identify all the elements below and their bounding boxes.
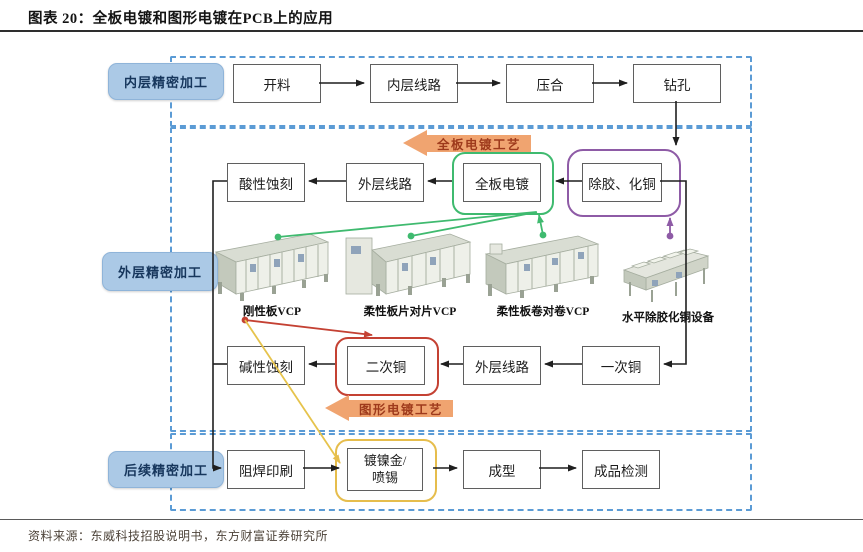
machine-image-flex-roll-vcp xyxy=(484,235,600,298)
box-outer-circuit-top: 外层线路 xyxy=(346,163,424,202)
machine-label-rigid-vcp: 刚性板VCP xyxy=(242,306,302,318)
figure-title: 图表 20：全板电镀和图形电镀在PCB上的应用 xyxy=(28,11,334,27)
box-inner-circuit: 内层线路 xyxy=(370,64,458,103)
machine-label-horizontal-desmear: 水平除胶化铜设备 xyxy=(622,312,714,324)
box-solder-mask-print: 阻焊印刷 xyxy=(227,450,305,489)
box-second-copper: 二次铜 xyxy=(347,346,425,385)
left-block-arrow-icon xyxy=(325,395,349,421)
source-note: 资料来源：东威科技招股说明书，东方财富证券研究所 xyxy=(28,529,329,543)
box-outer-circuit-bottom: 外层线路 xyxy=(463,346,541,385)
box-desmear-copper: 除胶、化铜 xyxy=(582,163,662,202)
box-acid-etching: 酸性蚀刻 xyxy=(227,163,305,202)
box-nickel-gold-tin: 镀镍金/ 喷锡 xyxy=(347,448,423,491)
process-arrow-full-board: 全板电镀工艺 xyxy=(403,130,532,156)
machine-image-horizontal-desmear xyxy=(622,248,710,302)
section-label-inner: 内层精密加工 xyxy=(108,63,224,100)
left-block-arrow-icon xyxy=(403,130,427,156)
machine-image-flex-sheet-vcp xyxy=(345,233,472,296)
process-arrow-pattern: 图形电镀工艺 xyxy=(325,395,454,421)
process-arrow-full-board-label: 全板电镀工艺 xyxy=(427,134,532,152)
box-lamination: 压合 xyxy=(506,64,594,103)
machine-image-rigid-vcp xyxy=(214,233,330,301)
box-alkaline-etching: 碱性蚀刻 xyxy=(227,346,305,385)
box-cutting: 开料 xyxy=(233,64,321,103)
section-label-outer: 外层精密加工 xyxy=(102,252,218,291)
machine-label-flex-roll-vcp: 柔性板卷对卷VCP xyxy=(496,306,590,318)
box-final-inspection: 成品检测 xyxy=(582,450,660,489)
box-forming: 成型 xyxy=(463,450,541,489)
footer-divider xyxy=(0,519,863,520)
box-full-board-plating: 全板电镀 xyxy=(463,163,541,202)
process-arrow-pattern-label: 图形电镀工艺 xyxy=(349,399,454,417)
box-drilling: 钻孔 xyxy=(633,64,721,103)
title-divider xyxy=(0,30,863,32)
box-first-copper: 一次铜 xyxy=(582,346,660,385)
section-label-post: 后续精密加工 xyxy=(108,451,224,488)
machine-label-flex-sheet-vcp: 柔性板片对片VCP xyxy=(363,306,457,318)
